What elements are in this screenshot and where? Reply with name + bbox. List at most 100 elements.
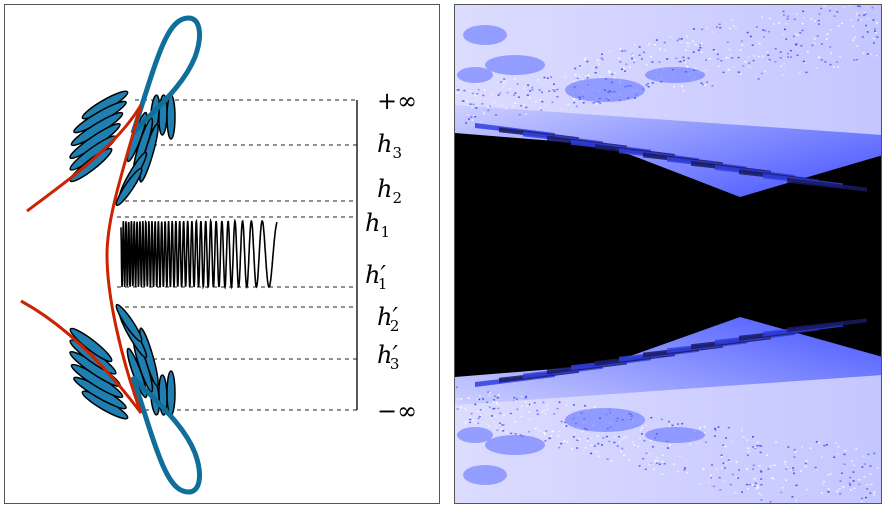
speckle bbox=[581, 430, 584, 433]
speckle bbox=[511, 105, 514, 107]
speckle bbox=[863, 476, 866, 478]
speckle bbox=[497, 394, 500, 396]
speckle bbox=[603, 75, 606, 78]
speckle bbox=[825, 38, 828, 40]
speckle bbox=[717, 58, 720, 60]
speckle bbox=[477, 422, 480, 424]
speckle bbox=[456, 397, 459, 400]
speckle bbox=[862, 455, 865, 458]
lower-stripe bbox=[787, 318, 867, 333]
speckle bbox=[543, 76, 546, 79]
speckle bbox=[789, 469, 792, 472]
speckle bbox=[805, 71, 808, 74]
speckle bbox=[747, 487, 749, 490]
speckle bbox=[728, 460, 731, 463]
speckle bbox=[556, 96, 559, 98]
speckle bbox=[751, 44, 754, 46]
speckle bbox=[488, 425, 490, 427]
speckle bbox=[524, 397, 527, 399]
speckle bbox=[875, 55, 878, 57]
speckle bbox=[723, 480, 726, 482]
speckle bbox=[858, 483, 861, 485]
speckle bbox=[539, 107, 541, 109]
speckle bbox=[861, 497, 863, 500]
speckle bbox=[638, 437, 641, 439]
speckle bbox=[647, 86, 650, 88]
speckle bbox=[625, 436, 628, 438]
speckle bbox=[593, 406, 596, 408]
speckle bbox=[728, 48, 731, 51]
speckle bbox=[856, 59, 858, 61]
speckle bbox=[767, 468, 770, 470]
right-fractal-panel bbox=[454, 4, 882, 504]
label-h3: h3 bbox=[377, 130, 402, 162]
speckle bbox=[619, 61, 622, 63]
speckle bbox=[778, 22, 781, 24]
speckle bbox=[671, 424, 674, 427]
speckle bbox=[701, 83, 704, 86]
speckle bbox=[587, 74, 590, 76]
speckle bbox=[553, 90, 556, 92]
speckle bbox=[838, 488, 841, 490]
speckle bbox=[607, 70, 610, 72]
speckle bbox=[581, 78, 584, 80]
speckle bbox=[827, 473, 830, 476]
speckle bbox=[849, 484, 852, 486]
speckle bbox=[470, 412, 473, 415]
speckle bbox=[784, 460, 787, 463]
speckle bbox=[650, 416, 653, 419]
speckle bbox=[741, 491, 743, 493]
speckle bbox=[655, 39, 658, 41]
speckle bbox=[841, 22, 844, 25]
speckle bbox=[865, 24, 868, 27]
speckle bbox=[836, 453, 839, 455]
speckle bbox=[586, 440, 589, 442]
oscillation-curve bbox=[120, 218, 278, 290]
speckle bbox=[738, 469, 740, 471]
speckle bbox=[498, 422, 501, 424]
speckle bbox=[675, 57, 678, 60]
speckle bbox=[869, 473, 872, 475]
speckle bbox=[761, 55, 764, 57]
speckle bbox=[786, 18, 789, 20]
speckle bbox=[795, 484, 798, 487]
blue-blotch bbox=[485, 55, 545, 75]
speckle bbox=[752, 464, 755, 467]
speckle bbox=[819, 502, 822, 503]
speckle bbox=[495, 426, 498, 428]
speckle bbox=[838, 25, 840, 27]
speckle bbox=[494, 395, 496, 397]
speckle bbox=[528, 411, 531, 413]
speckle bbox=[722, 462, 725, 465]
speckle bbox=[792, 467, 795, 469]
speckle bbox=[510, 432, 513, 435]
speckle bbox=[827, 491, 830, 493]
speckle bbox=[857, 19, 860, 21]
speckle bbox=[656, 456, 659, 459]
speckle bbox=[862, 52, 865, 54]
speckle bbox=[867, 453, 870, 456]
speckle bbox=[654, 460, 657, 462]
speckle bbox=[837, 446, 840, 448]
speckle bbox=[821, 483, 824, 486]
speckle bbox=[811, 44, 814, 47]
speckle bbox=[531, 88, 534, 91]
speckle bbox=[804, 62, 807, 64]
speckle bbox=[874, 28, 876, 30]
speckle bbox=[787, 446, 790, 448]
speckle bbox=[514, 420, 517, 423]
upper-leaf bbox=[115, 167, 143, 207]
speckle bbox=[701, 28, 704, 30]
speckle bbox=[482, 111, 485, 114]
speckle bbox=[536, 409, 539, 412]
speckle bbox=[748, 66, 751, 68]
speckle bbox=[618, 441, 621, 444]
speckle bbox=[802, 60, 805, 63]
speckle bbox=[633, 61, 635, 64]
speckle bbox=[785, 38, 788, 40]
speckle bbox=[710, 474, 712, 476]
speckle bbox=[501, 428, 503, 430]
speckle bbox=[708, 481, 710, 484]
speckle bbox=[800, 45, 803, 47]
speckle bbox=[496, 403, 499, 405]
